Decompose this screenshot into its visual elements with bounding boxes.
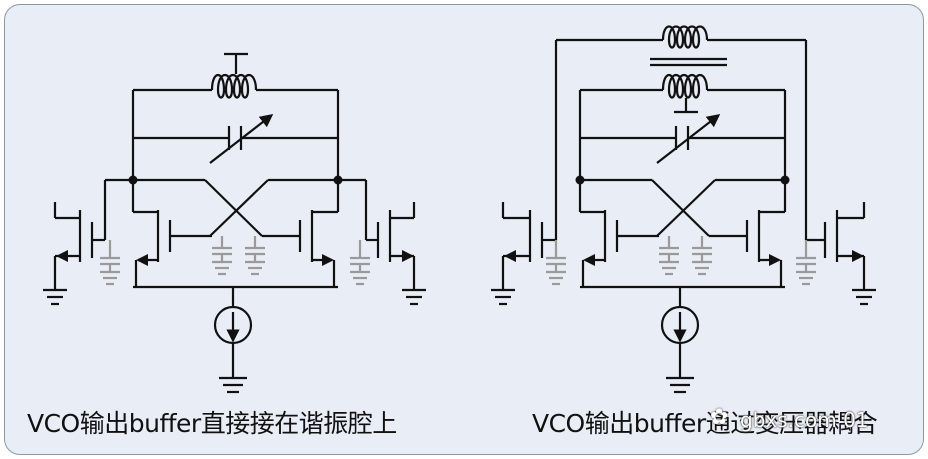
left-parasitic-cap-2 [212, 236, 232, 276]
right-parasitic-cap-1 [546, 240, 566, 286]
right-parasitic-cap-4 [796, 240, 816, 286]
left-parasitic-cap-4 [350, 240, 370, 286]
left-parasitic-cap-3 [245, 236, 265, 276]
left-core-transistor-a [131, 180, 190, 287]
caption-right: VCO输出buffer通过变压器耦合 [532, 409, 878, 438]
wechat-icon: ✿ [710, 405, 729, 430]
left-buffer-transistor-b [338, 178, 426, 306]
left-varactor [133, 113, 338, 164]
right-buffer-transistor-b [806, 202, 876, 306]
left-buffer-transistor-a [43, 178, 133, 306]
left-node-dot-a [128, 175, 138, 185]
right-current-source [660, 305, 700, 394]
left-parasitic-cap-1 [100, 240, 120, 286]
right-node-dot-a [575, 175, 585, 185]
right-parasitic-cap-3 [692, 236, 712, 276]
left-circuit [43, 52, 426, 394]
right-primary-inductor [580, 73, 785, 114]
right-core-transistor-a [578, 180, 637, 287]
right-core-transistor-b [745, 180, 787, 287]
caption-left: VCO输出buffer直接接在谐振腔上 [27, 409, 397, 438]
right-parasitic-cap-2 [659, 236, 679, 276]
left-core-transistor-b [298, 180, 340, 287]
right-varactor [580, 113, 785, 164]
watermark: gbxs.com 01 [740, 408, 869, 432]
left-parasitic-caps [100, 236, 370, 286]
right-circuit [491, 25, 876, 394]
right-node-dot-b [780, 175, 790, 185]
right-parasitic-caps [546, 236, 816, 286]
left-current-source [213, 305, 253, 394]
left-node-dot-b [333, 175, 343, 185]
right-buffer-transistor-a [491, 202, 556, 306]
left-inductor [133, 52, 338, 99]
